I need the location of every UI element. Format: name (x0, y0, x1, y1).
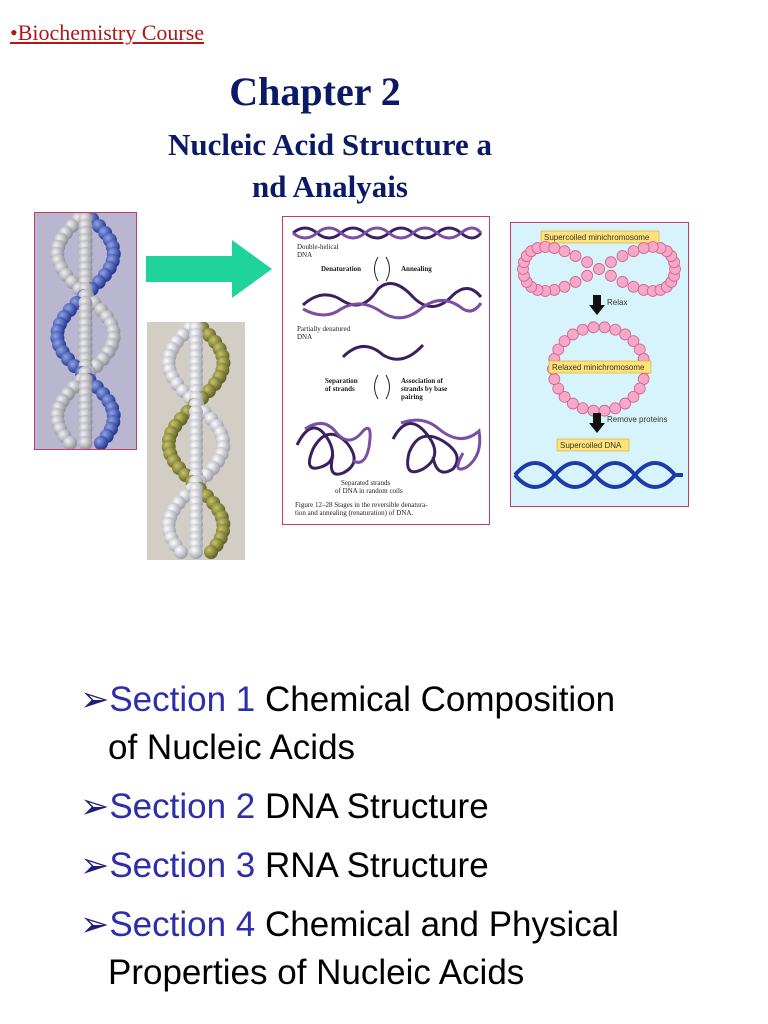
figure-caption-line-2: tion and annealing (renaturation) of DNA… (295, 509, 413, 517)
section-item-3: ➢Section 3 RNA Structure (80, 842, 760, 890)
section-title: DNA Structure (255, 787, 489, 826)
section-title: Chemical and Physical (255, 905, 620, 944)
arrow-bullet-icon: ➢ (80, 680, 110, 719)
figure-label-partially: Partially denatured (297, 325, 351, 333)
figure-label-separated: Separated strands (341, 479, 390, 487)
label-supercoiled-minichromosome: Supercoiled minichromosome (544, 233, 650, 242)
section-title: RNA Structure (255, 846, 489, 885)
figure-label-double-helical: Double-helical (297, 243, 339, 251)
figure-label-association: Association of (401, 377, 443, 385)
dna-olive-model-image (147, 322, 245, 560)
figure-caption-line-1: Figure 12–28 Stages in the reversible de… (295, 501, 428, 509)
chapter-subtitle: Nucleic Acid Structure a nd Analyais (20, 124, 640, 208)
section-title-continued: Properties of Nucleic Acids (108, 953, 525, 992)
course-link[interactable]: •Biochemistry Course (10, 20, 205, 45)
chapter-title: Chapter 2 (229, 69, 401, 114)
figure-label-annealing: Annealing (401, 265, 432, 273)
label-relaxed-minichromosome: Relaxed minichromosome (552, 363, 645, 372)
section-item-1: ➢Section 1 Chemical Composition of Nuclei… (80, 676, 760, 772)
figure-label-of-strands: of strands (325, 385, 355, 393)
arrow-bullet-icon: ➢ (80, 846, 110, 885)
subtitle-line-2: nd Analyais (252, 169, 408, 204)
figure-label-denaturation: Denaturation (321, 265, 361, 273)
section-label: Section 3 (109, 846, 256, 885)
section-title: Chemical Composition (255, 680, 616, 719)
figure-label-dna: DNA (297, 251, 312, 259)
figure-label-pairing: pairing (401, 393, 423, 401)
figure-label-dna-2: DNA (297, 333, 312, 341)
figure-label-random-coils: of DNA in random coils (335, 487, 403, 495)
section-label: Section 2 (109, 787, 256, 826)
label-relax: Relax (607, 298, 627, 307)
arrow-bullet-icon: ➢ (80, 787, 110, 826)
figure-label-separation: Separation (325, 377, 358, 385)
right-arrow-icon (146, 240, 272, 298)
figure-label-base: strands by base (401, 385, 447, 393)
minichromosome-figure: Supercoiled minichromosome Relax Relaxed… (510, 222, 689, 507)
label-supercoiled-dna: Supercoiled DNA (560, 441, 622, 450)
section-title-continued: of Nucleic Acids (108, 728, 356, 767)
dna-helix-model-image (34, 212, 137, 450)
arrow-bullet-icon: ➢ (80, 905, 110, 944)
section-item-2: ➢Section 2 DNA Structure (80, 783, 760, 831)
section-label: Section 1 (109, 680, 256, 719)
label-remove-proteins: Remove proteins (607, 415, 667, 424)
subtitle-line-1: Nucleic Acid Structure a (167, 127, 493, 162)
dna-denaturation-figure: Double-helical DNA Denaturation Annealin… (282, 216, 490, 525)
section-label: Section 4 (109, 905, 256, 944)
